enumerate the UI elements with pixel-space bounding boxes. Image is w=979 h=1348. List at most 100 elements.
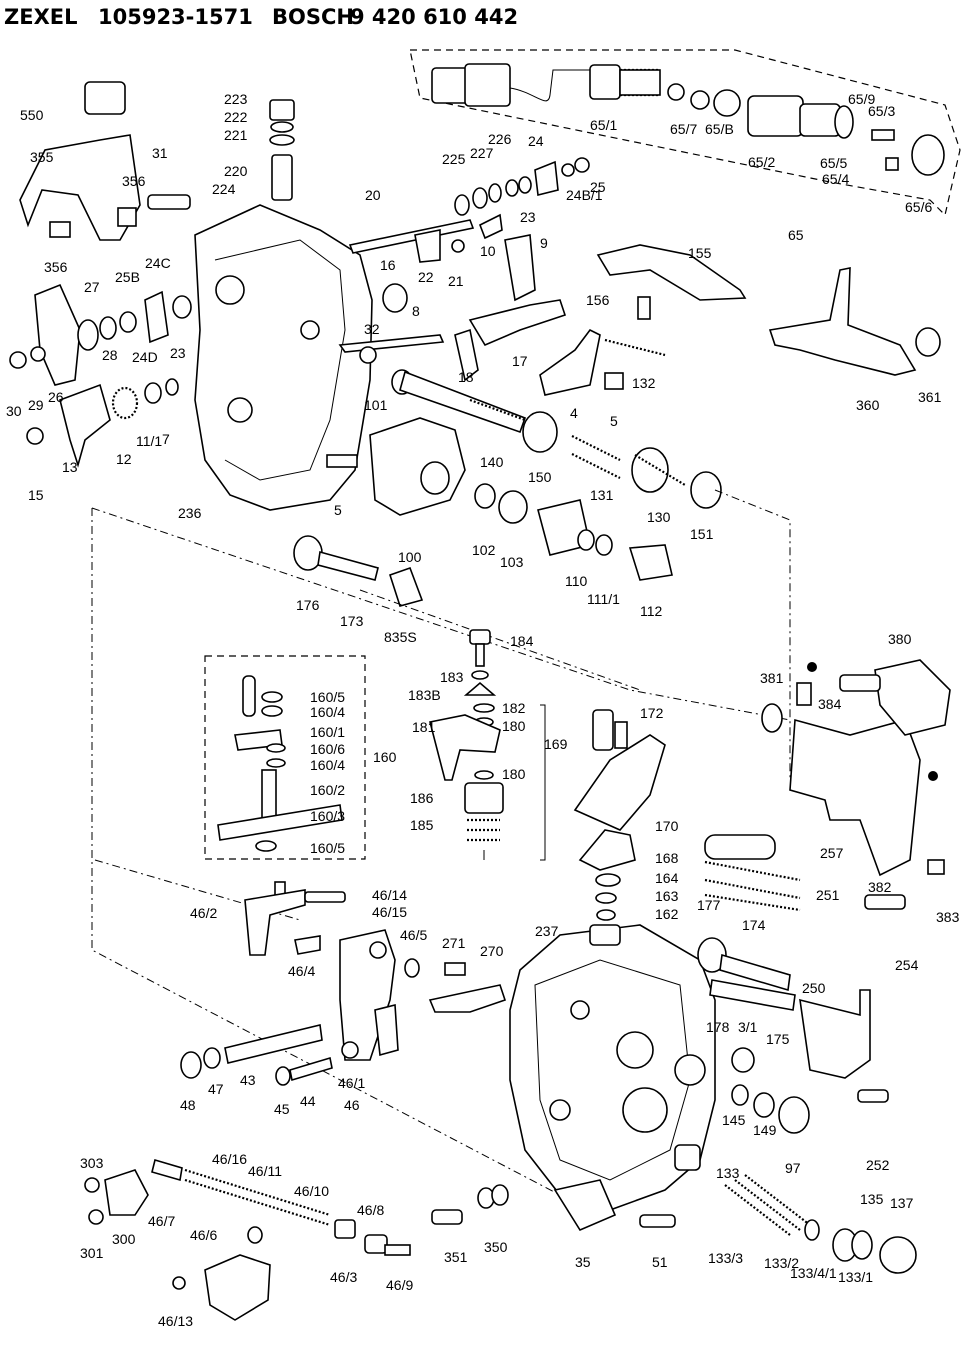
part-label: 32 bbox=[364, 321, 380, 337]
part-label: 130 bbox=[647, 509, 671, 525]
part-label: 225 bbox=[442, 151, 466, 167]
part-label: 16 bbox=[380, 257, 396, 273]
part-label: 46/5 bbox=[400, 927, 427, 943]
header-brand-right: BOSCH bbox=[272, 5, 354, 29]
part-label: 8 bbox=[412, 303, 420, 319]
part-label: 381 bbox=[760, 670, 784, 686]
part-label: 155 bbox=[688, 245, 712, 261]
part-label: 223 bbox=[224, 91, 248, 107]
part-label: 65 bbox=[788, 227, 804, 243]
part-label: 17 bbox=[512, 353, 528, 369]
part-label: 236 bbox=[178, 505, 202, 521]
part-label: 22 bbox=[418, 269, 434, 285]
part-label: 384 bbox=[818, 696, 842, 712]
part-label: 46/6 bbox=[190, 1227, 217, 1243]
bottom-right-parts bbox=[697, 937, 917, 1274]
part-label: 257 bbox=[820, 845, 844, 861]
part-label: 46/8 bbox=[357, 1202, 384, 1218]
part-label: 186 bbox=[410, 790, 434, 806]
part-label: 303 bbox=[80, 1155, 104, 1171]
part-label: 184 bbox=[510, 633, 534, 649]
part-label: 222 bbox=[224, 109, 248, 125]
part-label: 25 bbox=[590, 179, 606, 195]
part-label: 45 bbox=[274, 1101, 290, 1117]
part-label: 177 bbox=[697, 897, 721, 913]
part-label: 65/5 bbox=[820, 155, 847, 171]
part-label: 140 bbox=[480, 454, 504, 470]
part-label: 301 bbox=[80, 1245, 104, 1261]
part-label: 47 bbox=[208, 1081, 224, 1097]
part-label: 149 bbox=[753, 1122, 777, 1138]
part-label: 65/2 bbox=[748, 154, 775, 170]
part-label: 355 bbox=[30, 149, 54, 165]
part-label: 172 bbox=[640, 705, 664, 721]
part-label: 160/3 bbox=[310, 808, 345, 824]
part-label: 65/3 bbox=[868, 103, 895, 119]
part-label: 133/3 bbox=[708, 1250, 743, 1266]
part-label: 133/2 bbox=[764, 1255, 799, 1271]
part-label: 145 bbox=[722, 1112, 746, 1128]
part-label: 356 bbox=[122, 173, 146, 189]
part-label: 9 bbox=[540, 235, 548, 251]
part-label: 181 bbox=[412, 719, 436, 735]
part-label: 131 bbox=[590, 487, 614, 503]
part-label: 175 bbox=[766, 1031, 790, 1047]
header-number-right: 9 420 610 442 bbox=[350, 5, 518, 29]
part-label: 168 bbox=[655, 850, 679, 866]
part-label: 169 bbox=[544, 736, 568, 752]
part-label: 65/7 bbox=[670, 121, 697, 137]
part-label: 46/16 bbox=[212, 1151, 247, 1167]
part-label: 221 bbox=[224, 127, 248, 143]
lever-group-parts bbox=[217, 675, 343, 852]
part-label: 361 bbox=[918, 389, 942, 405]
shaft-row-parts bbox=[293, 369, 722, 607]
part-label: 12 bbox=[116, 451, 132, 467]
part-label: 250 bbox=[802, 980, 826, 996]
part-label: 13 bbox=[62, 459, 78, 475]
part-label: 24 bbox=[528, 133, 544, 149]
part-label: 182 bbox=[502, 700, 526, 716]
part-label: 30 bbox=[6, 403, 22, 419]
part-label: 111/1 bbox=[587, 591, 620, 607]
part-label: 550 bbox=[20, 107, 44, 123]
part-label: 170 bbox=[655, 818, 679, 834]
part-label: 18 bbox=[458, 369, 474, 385]
part-label: 178 bbox=[706, 1019, 730, 1035]
part-label: 23 bbox=[170, 345, 186, 361]
part-label: 360 bbox=[856, 397, 880, 413]
part-label: 160/4 bbox=[310, 704, 345, 720]
part-label: 227 bbox=[470, 145, 494, 161]
part-label: 220 bbox=[224, 163, 248, 179]
part-label: 132 bbox=[632, 375, 656, 391]
part-label: 24C bbox=[145, 255, 171, 271]
valve-stack-parts bbox=[429, 629, 546, 861]
part-label: 65/6 bbox=[905, 199, 932, 215]
part-label: 382 bbox=[868, 879, 892, 895]
part-label: 176 bbox=[296, 597, 320, 613]
right-middle-parts bbox=[573, 659, 951, 921]
part-label: 300 bbox=[112, 1231, 136, 1247]
part-label: 160 bbox=[373, 749, 397, 765]
part-label: 835S bbox=[384, 629, 417, 645]
part-label: 270 bbox=[480, 943, 504, 959]
part-label: 46/11 bbox=[248, 1163, 282, 1179]
part-label: 183 bbox=[440, 669, 464, 685]
part-label: 3/1 bbox=[738, 1019, 758, 1035]
part-label: 46/1 bbox=[338, 1075, 365, 1091]
lower-left-parts bbox=[84, 1158, 676, 1321]
part-label: 160/5 bbox=[310, 689, 345, 705]
part-label: 65/1 bbox=[590, 117, 617, 133]
part-label: 180 bbox=[502, 718, 526, 734]
part-label: 51 bbox=[652, 1254, 668, 1270]
part-label: 46/7 bbox=[148, 1213, 175, 1229]
lever-group-box bbox=[204, 655, 366, 860]
part-label: 110 bbox=[565, 573, 588, 589]
part-label: 27 bbox=[84, 279, 100, 295]
part-label: 151 bbox=[690, 526, 714, 542]
pump-body bbox=[509, 924, 716, 1232]
part-label: 26 bbox=[48, 389, 64, 405]
part-label: 103 bbox=[500, 554, 524, 570]
part-label: 356 bbox=[44, 259, 68, 275]
